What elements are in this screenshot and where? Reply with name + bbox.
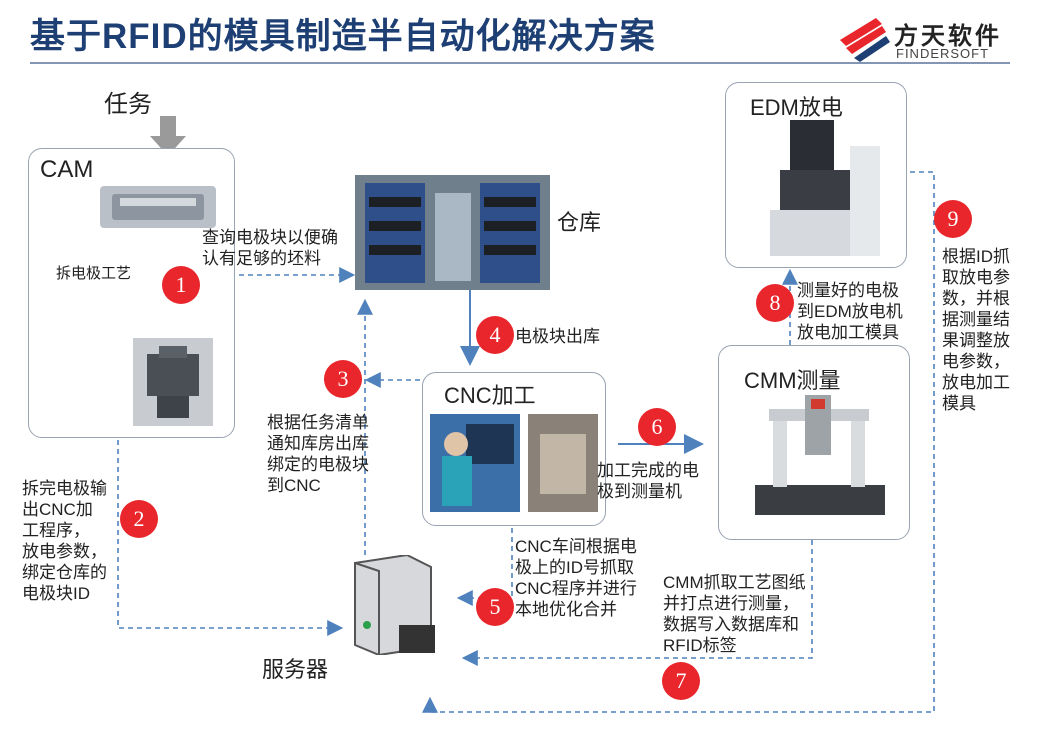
server-label: 服务器 [262, 657, 329, 682]
step-2-note: 拆完电极输出CNC加工程序， 放电参数，绑定仓库的电极块ID [22, 479, 107, 603]
logo-cn-text: 方天软件 [894, 22, 1002, 50]
step-8-badge: 8 [756, 284, 794, 322]
step-1-badge: 1 [162, 266, 200, 304]
warehouse-label: 仓库 [557, 210, 602, 235]
findersoft-logo-icon [840, 18, 890, 62]
step-4-note: 电极块出库 [515, 327, 600, 346]
arrow-cnc-server [456, 528, 513, 606]
logo-en-text: FINDERSOFT [896, 46, 990, 61]
warehouse-image [355, 175, 550, 290]
query-note-line1: 查询电极块以便确 [202, 228, 338, 247]
cmm-label: CMM测量 [744, 368, 841, 393]
step-5-badge: 5 [476, 588, 514, 626]
electrode-image [133, 338, 213, 426]
step-6-note: 加工完成的电极到测量机 [597, 461, 699, 501]
split-process-label: 拆电极工艺 [56, 265, 132, 282]
arrow-edm-server [422, 171, 935, 713]
task-label: 任务 [104, 91, 152, 118]
step-8-note: 测量好的电极到EDM放电机放电加工模具 [797, 281, 903, 342]
step-9-note: 根据ID抓取放电参数，并根据测量结 果调整放电参数，放电加工模具 [942, 247, 1010, 413]
cam-label: CAM [40, 156, 94, 183]
arrow-cam-server [117, 440, 344, 636]
step-3-badge: 3 [324, 360, 362, 398]
step-9-badge: 9 [934, 200, 972, 238]
task-arrow [150, 116, 186, 156]
page-title: 基于RFID的模具制造半自动化解决方案 [30, 17, 656, 56]
arrow-cmm-server [461, 540, 813, 666]
edm-machine-image [770, 120, 880, 256]
edm-label: EDM放电 [750, 95, 843, 120]
logo: 方天软件 FINDERSOFT [836, 14, 1021, 64]
server-image [354, 555, 435, 655]
step-4-badge: 4 [476, 316, 514, 354]
step-2-badge: 2 [120, 500, 158, 538]
title-divider [30, 62, 1010, 64]
step-7-badge: 7 [662, 662, 700, 700]
cnc-label: CNC加工 [444, 383, 536, 408]
mold-image [100, 186, 216, 228]
step-6-badge: 6 [638, 408, 676, 446]
step-3-note: 根据任务清单通知库房出库绑定的电极块到CNC [267, 413, 369, 495]
cnc-image [430, 414, 598, 512]
cmm-machine-image [755, 395, 885, 515]
query-note-line2: 认有足够的坯料 [202, 249, 321, 268]
